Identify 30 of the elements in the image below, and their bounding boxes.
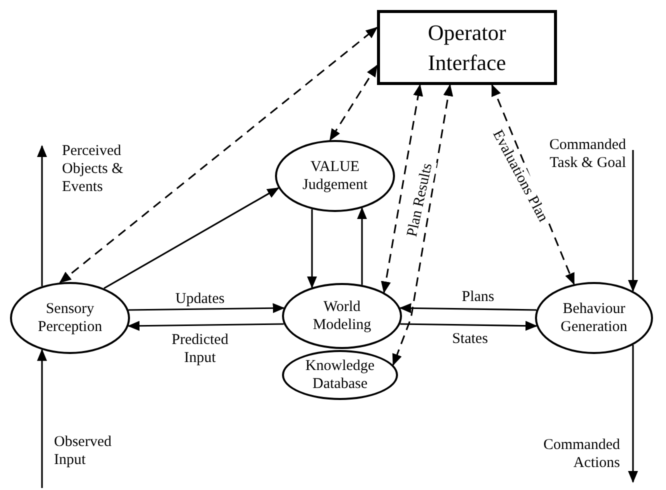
interface-box <box>377 10 557 85</box>
dashed-arrow <box>392 84 454 366</box>
arrow <box>628 345 638 483</box>
edge-label: Observed Input <box>53 433 112 469</box>
arrow <box>37 145 47 286</box>
edge-label: Commanded Actions <box>542 436 621 472</box>
edge-label: Predicted Input <box>170 331 230 367</box>
edge-label: Plans <box>460 288 496 306</box>
arrow <box>37 348 47 488</box>
dashed-arrow <box>59 26 378 284</box>
node-label: Behaviour Generation <box>560 300 628 336</box>
arrow <box>357 207 367 285</box>
edge-label: Updates <box>174 290 226 308</box>
arrow <box>400 320 538 331</box>
edge-label: Perceived Objects & Events <box>61 142 124 196</box>
node-label: Operator Interface <box>426 18 508 76</box>
node-label: VALUE Judgement <box>302 158 368 194</box>
arrow <box>399 303 536 314</box>
arrow <box>128 303 285 314</box>
arrow <box>104 187 280 290</box>
process-ellipse <box>282 350 398 400</box>
dashed-arrow <box>380 84 424 294</box>
arrow <box>128 320 284 331</box>
arrow <box>628 150 638 292</box>
node-label: Knowledge Database <box>304 357 376 393</box>
node-label: World Modeling <box>312 298 372 334</box>
node-label: Sensory Perception <box>36 300 104 336</box>
arrow <box>307 209 317 288</box>
edge-label: States <box>451 330 489 348</box>
dashed-arrow <box>329 64 378 141</box>
